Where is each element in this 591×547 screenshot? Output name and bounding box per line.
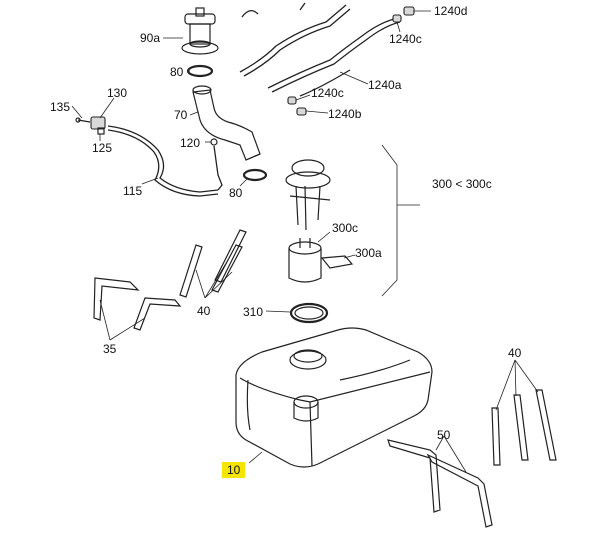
connector-1240b xyxy=(296,107,307,116)
callout-125: 125 xyxy=(92,141,113,155)
bolt-135 xyxy=(75,117,91,123)
callout-1240d: 1240d xyxy=(434,4,468,18)
strap-50 xyxy=(387,439,493,528)
fitting-130 xyxy=(90,116,106,130)
callout-10-highlighted: 10 xyxy=(222,462,246,478)
leader-lines xyxy=(71,10,539,473)
filler-hose-70 xyxy=(192,85,261,161)
fuel-pump-300 xyxy=(285,159,331,231)
callout-1240c-mid: 1240c xyxy=(311,86,344,100)
callout-300a: 300a xyxy=(355,246,382,260)
connector-1240c-mid xyxy=(287,96,297,105)
callout-1240c-top: 1240c xyxy=(389,32,422,46)
callout-50: 50 xyxy=(437,428,451,442)
callout-90a: 90a xyxy=(140,31,161,45)
connector-1240d xyxy=(403,6,415,16)
callout-310: 310 xyxy=(243,305,264,319)
callout-1240a: 1240a xyxy=(368,78,402,92)
strap-40-left xyxy=(179,229,247,298)
clamp-80-top xyxy=(186,64,214,78)
filter-300a xyxy=(320,255,354,269)
pump-module-300c xyxy=(288,238,322,283)
seal-ring-310 xyxy=(289,302,329,324)
callout-130: 130 xyxy=(107,86,128,100)
fuel-line-1240a xyxy=(239,2,401,97)
strap-40-right xyxy=(491,389,557,466)
bracket-300 xyxy=(381,144,420,297)
callout-300c: 300c xyxy=(332,221,359,235)
breather-hose-115 xyxy=(107,125,219,197)
filler-neck-90a xyxy=(181,7,219,55)
callout-35: 35 xyxy=(103,342,117,356)
callout-115: 115 xyxy=(123,184,143,198)
strap-35 xyxy=(93,277,182,331)
fuel-tank-10 xyxy=(235,327,433,468)
callout-1240b: 1240b xyxy=(328,107,362,121)
callout-80-low: 80 xyxy=(229,186,243,200)
callout-40-left: 40 xyxy=(197,304,211,318)
callout-120: 120 xyxy=(180,136,201,150)
callout-70: 70 xyxy=(174,108,188,122)
callout-135: 135 xyxy=(50,100,71,114)
connector-1240c-top xyxy=(392,14,402,23)
callout-40-right: 40 xyxy=(508,346,522,360)
clip-125 xyxy=(97,127,105,135)
breather-pipe-120 xyxy=(210,138,223,191)
clamp-80-low xyxy=(242,168,268,182)
callout-300-range: 300 < 300c xyxy=(432,177,492,191)
callout-80-top: 80 xyxy=(170,65,184,79)
